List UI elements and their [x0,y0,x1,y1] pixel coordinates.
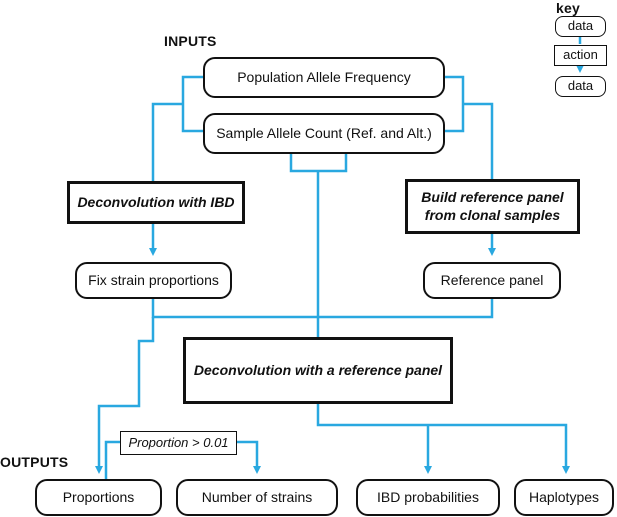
key-data-box: data [555,16,606,37]
build-reference-panel-action: Build reference panel from clonal sample… [405,179,580,234]
outputs-heading: OUTPUTS [0,454,69,470]
connector-merge [151,299,494,319]
number-of-strains-output: Number of strains [176,479,338,516]
inputs-heading: INPUTS [164,33,217,49]
fix-strain-proportions-node: Fix strain proportions [75,262,232,299]
input-bracket-bottom [289,154,348,173]
key-data-box-2: data [555,76,606,97]
deconvolution-ibd-action: Deconvolution with IBD [67,181,245,224]
population-allele-frequency-node: Population Allele Frequency [203,57,445,98]
haplotypes-output: Haplotypes [514,479,614,516]
input-bracket-right [445,75,465,133]
proportion-threshold-label: Proportion > 0.01 [120,431,237,455]
input-bracket-left [181,75,203,133]
sample-allele-count-node: Sample Allele Count (Ref. and Alt.) [203,113,445,154]
key-action-box: action [554,45,607,66]
connector-inputs-to-ibd [151,102,183,181]
connector-fix-to-proportions [95,317,155,474]
connector-inputs-to-builder [463,102,494,179]
reference-panel-node: Reference panel [423,262,561,299]
ibd-probabilities-output: IBD probabilities [356,479,500,516]
key-title: key [556,0,580,16]
deconvolution-reference-action: Deconvolution with a reference panel [183,337,453,404]
proportions-output: Proportions [35,479,162,516]
connector-reference-to-outputs [316,404,570,474]
